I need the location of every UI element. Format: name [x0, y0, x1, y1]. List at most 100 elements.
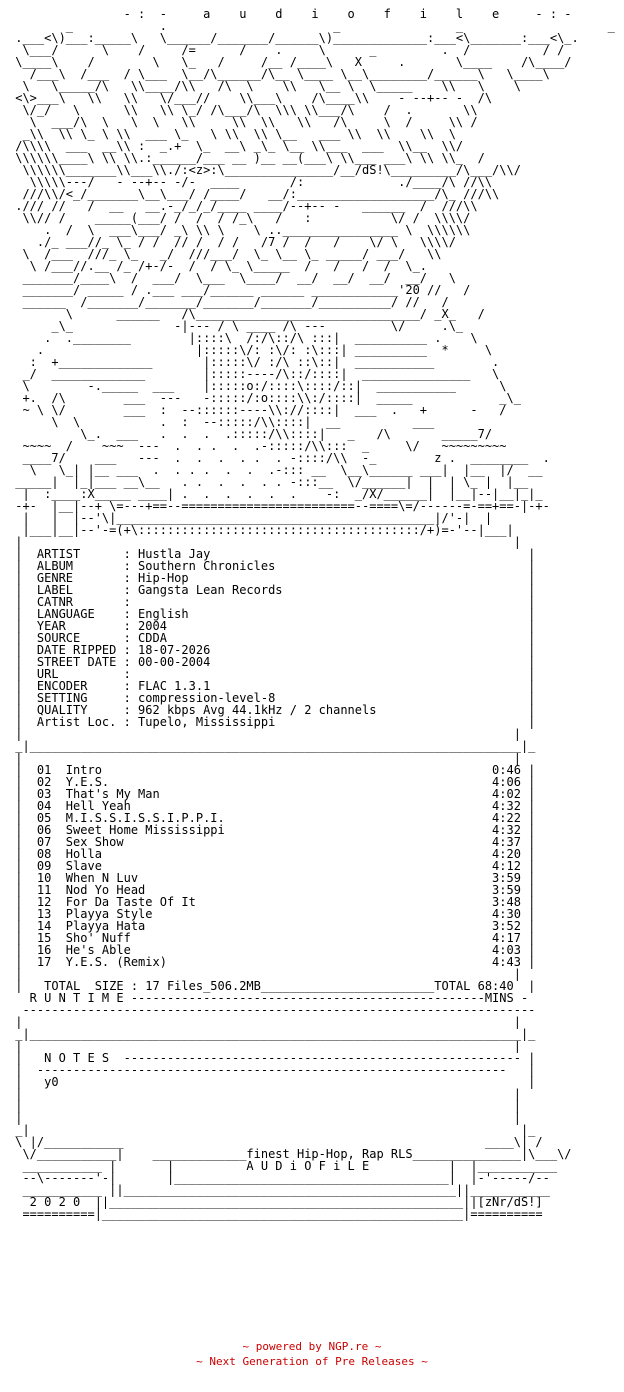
ascii-art-line: \ ______ /\_____________________________…: [65, 307, 485, 321]
section-divider: _|______________________________________…: [15, 1027, 536, 1041]
box-edge: | |: [15, 1111, 521, 1125]
footer-art-line: _| |_: [15, 1123, 536, 1137]
info-row: | GENRE : Hip-Hop |: [15, 571, 536, 585]
ascii-art-line: .___<\)___:_____\ \______/_______/______…: [15, 31, 579, 45]
info-row: | SETTING : compression-level-8 |: [15, 691, 536, 705]
ascii-art-line: . |:::::\/: :\/: :\:::| __________ * \: [36, 343, 493, 357]
ascii-art-line: \ \_| |__ ___ . . . . . . .-::: __ \__\_…: [29, 463, 543, 477]
box-edge: | |: [15, 1015, 521, 1029]
track-row: | 13 Playya Style 4:30 |: [15, 907, 536, 921]
ascii-art-line: \ /___//.__ /_ /+-/- / / \_ \_____ / / /…: [29, 259, 428, 273]
ascii-art-line: \_. ___ . . . .:::::/\\::::| _ /\ _____7…: [80, 427, 493, 441]
ascii-art-line: /___\ /___ / \___ \__/\______/\__ \____ …: [29, 67, 550, 81]
footer-art-line: --\-------'-| |_________________________…: [22, 1171, 550, 1185]
track-row: | 06 Sweet Home Mississippi 4:32 |: [15, 823, 536, 837]
track-row: | 10 When N Luv 3:59 |: [15, 871, 536, 885]
ascii-art-line: _____| |_|___ __\__ . . . . . . -:::__ \…: [15, 475, 529, 489]
box-edge: | |: [15, 1087, 521, 1101]
ascii-art-line: ______ /_______/_______/_______/_______/…: [22, 295, 449, 309]
ascii-art-line: \ -._____ ___ |:::::o:/::::\::::/::| ___…: [22, 379, 507, 393]
track-row: | 05 M.I.S.S.I.S.S.I.P.P.I. 4:22 |: [15, 811, 536, 825]
track-row: | 14 Playya Hata 3:52 |: [15, 919, 536, 933]
footer-tagline: ~ Next Generation of Pre Releases ~: [196, 1355, 428, 1368]
track-row: | 04 Hell Yeah 4:32 |: [15, 799, 536, 813]
info-row: | LANGUAGE : English |: [15, 607, 536, 621]
footer-powered-by: ~ powered by NGP.re ~: [242, 1340, 382, 1353]
info-row: | Artist Loc. : Tupelo, Mississippi |: [15, 715, 536, 729]
ascii-art-line: ~ \ \/ ___ : --::::::----\\://::::| ___ …: [22, 403, 507, 417]
info-row: | LABEL : Gangsta Lean Records |: [15, 583, 536, 597]
ascii-art-line: | | |--'\|______________________________…: [22, 511, 493, 525]
info-row: | ALBUM : Southern Chronicles |: [15, 559, 536, 573]
footer-art-line: ___________ | | A U D i O F i L E | |___…: [22, 1159, 558, 1173]
box-edge: | |: [15, 1099, 521, 1113]
ascii-art-line: \\\\\\____\ \\ \\.:______/___ __ )__ __(…: [15, 151, 485, 165]
nfo-text-block: - : - a u d i o f i l e - : - _ . _ _ _ …: [8, 8, 615, 1220]
info-row: | CATNR : |: [15, 595, 536, 609]
info-row: | SOURCE : CDDA |: [15, 631, 536, 645]
ascii-art-line: \/_/ \ \\ \\ \_/ /\___/\ \\\ \\___/\ / .…: [22, 103, 478, 117]
ascii-art-line: _ . _ _ _: [65, 19, 615, 33]
runtime-line: R U N T I M E --------------------------…: [29, 991, 529, 1005]
ascii-art-line: +. /\ ___ --- -:::::/:o::::\\:/::::| ___…: [22, 391, 521, 405]
info-row: | ENCODER : FLAC 1.3.1 |: [15, 679, 536, 693]
ascii-art-line: -+- |__|--+ \=---+==--==================…: [15, 499, 550, 513]
footer-art-line: \ |/___________ ____\| /: [15, 1135, 543, 1149]
ascii-art-line: \ ___/\ \ \ \ \\ \\ \\ \\ /\ \ / \\ /: [29, 115, 478, 129]
track-row: | 08 Holla 4:20 |: [15, 847, 536, 861]
ascii-art-line: <\>___\ \\ \\ \/___// \\___\ /\____\\ - …: [15, 91, 493, 105]
ascii-art-line: \___/ \ / /= / . \ _ . / / /: [22, 43, 565, 57]
footer-art-line: ==========|_____________________________…: [22, 1207, 543, 1221]
box-edge: | |: [15, 535, 521, 549]
track-row: | 15 Sho' Nuff 4:17 |: [15, 931, 536, 945]
footer-art-line: \/___________| _____________finest Hip-H…: [22, 1147, 572, 1161]
ascii-art-line: ~~~~ / ~~~ --- . . . . .-:::::/\\::: _ \…: [22, 439, 507, 453]
ascii-art-line: . .________ |::::\ /:/\::/\ :::| _______…: [44, 331, 478, 345]
ascii-art-line: _\\ \\ \_ \ \\ ___ \_ \ \\ \\ \__ ___ \\…: [22, 127, 456, 141]
box-edge: | |: [15, 967, 521, 981]
section-divider: _|______________________________________…: [15, 739, 536, 753]
box-edge: | |: [15, 1039, 521, 1053]
ascii-art-line: _/ _____________ |:::::----/\::/::::| __…: [22, 367, 500, 381]
info-row: | ARTIST : Hustla Jay |: [15, 547, 536, 561]
ascii-art-line: ./_ ___//_ \_ / / // / / / /7 / / / \/ \…: [36, 235, 456, 249]
info-row: | QUALITY : 962 kbps Avg 44.1kHz / 2 cha…: [15, 703, 536, 717]
ascii-art-line: \\// / _____(___/ / / / /_\ / : \/ / \\\…: [22, 211, 471, 225]
info-row: | YEAR : 2004 |: [15, 619, 536, 633]
track-row: | 16 He's Able 4:03 |: [15, 943, 536, 957]
notes-rule: | --------------------------------------…: [15, 1063, 536, 1077]
ascii-art-line: /\\\\ ___ __\\ : _.+ \_ __\ _\_ \__ \\__…: [15, 139, 464, 153]
track-row: | 01 Intro 0:46 |: [15, 763, 536, 777]
info-row: | URL : |: [15, 667, 536, 681]
banner-title: - : - a u d i o f i l e - : -: [123, 7, 572, 21]
ascii-art-line: _______/____\ / ___/ \___ \____/ __/ __/…: [22, 271, 456, 285]
track-row: | 11 Nod Yo Head 3:59 |: [15, 883, 536, 897]
ascii-art-line: \\\\\\_______\\___\\./:<z>:\____________…: [22, 163, 521, 177]
footer-art-line: 2 0 2 0 ||______________________________…: [29, 1195, 543, 1209]
notes-text: | y0 |: [15, 1075, 536, 1089]
ascii-art-line: \____\ / \ \_ / /__ /____\ X . \____ /\_…: [15, 55, 572, 69]
ascii-art-line: : +_____________ |:::::\/ :/\ ::\::| ___…: [29, 355, 500, 369]
track-row: | 12 For Da Taste Of It 3:48 |: [15, 895, 536, 909]
ascii-art-line: \ \_____/\ \\____/\\ /\ \ \\ \__ \ \____…: [22, 79, 521, 93]
box-edge: | |: [15, 727, 521, 741]
notes-heading: | N O T E S ----------------------------…: [15, 1051, 536, 1065]
info-row: | DATE RIPPED : 18-07-2026 |: [15, 643, 536, 657]
ascii-art-line: _______/ _____ / .___ ___/______ ______ …: [22, 283, 471, 297]
track-row: | 03 That's My Man 4:02 |: [15, 787, 536, 801]
ascii-art-line: _\_ -|--- / \ ____ /\ --- \/ .\_: [51, 319, 464, 333]
ascii-art-line: | :____:X_____ ____| . . . . . . -: _/X/…: [22, 487, 543, 501]
total-size-line: | TOTAL SIZE : 17 Files_506.2MB_________…: [15, 979, 536, 993]
track-row: | 09 Slave 4:12 |: [15, 859, 536, 873]
info-row: | STREET DATE : 00-00-2004 |: [15, 655, 536, 669]
ascii-art-line: \ /___ ///_ \_ _/ ///___/ \_ \__ \_ ____…: [22, 247, 442, 261]
ascii-art-line: ///\\/<_/_______\__\___/ /____/ __/:____…: [22, 187, 500, 201]
ascii-art-line: |___|__|--'-=(+\::::::::::::::::::::::::…: [22, 523, 514, 537]
track-row: | 17 Y.E.S. (Remix) 4:43 |: [15, 955, 536, 969]
box-edge: | |: [15, 751, 521, 765]
track-row: | 07 Sex Show 4:37 |: [15, 835, 536, 849]
ascii-art-line: \\\\\---/ - --+-- -/- ____ /: ./____/\ /…: [29, 175, 493, 189]
ascii-art-line: ____7/ ___ --- . . . . . . -::::/\\ -_ z…: [22, 451, 550, 465]
track-row: | 02 Y.E.S. 4:06 |: [15, 775, 536, 789]
runtime-rule: ----------------------------------------…: [22, 1003, 536, 1017]
